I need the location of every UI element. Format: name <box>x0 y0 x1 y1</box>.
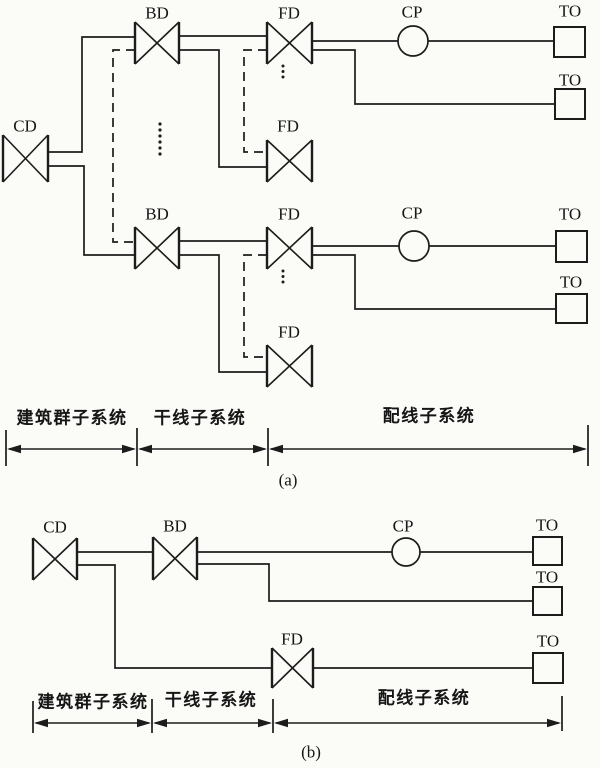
span-label-horizontal-a: 配线子系统 <box>382 406 476 426</box>
fd-bottom-symbol-a <box>265 226 314 270</box>
bd-bottom-symbol-a <box>133 226 181 270</box>
to-1-label-b: TO <box>535 515 559 535</box>
fd-bottom-ellipsis-dots-a <box>281 269 285 284</box>
bd-symbol-b <box>151 536 199 581</box>
to-outlet-4-a <box>555 293 588 324</box>
cd-symbol-b <box>31 537 79 581</box>
cd-symbol-a <box>1 134 50 183</box>
cp-label-b: CP <box>392 516 414 536</box>
span-label-campus-a: 建筑群子系统 <box>16 408 128 428</box>
bd-label-b: BD <box>163 516 187 536</box>
measure-row-a <box>5 425 589 466</box>
span-label-backbone-a: 干线子系统 <box>153 408 247 428</box>
measure-arrowheads-a <box>7 444 587 454</box>
fd-top-ellipsis-dots-a <box>281 64 285 79</box>
fd-bottom-lower-label-a: FD <box>278 322 300 342</box>
caption-a: (a) <box>278 470 298 490</box>
measure-row-b <box>32 696 563 733</box>
fd-bottom-label-a: FD <box>278 204 300 224</box>
to-outlet-3-b <box>532 652 564 684</box>
fd-symbol-b <box>270 647 315 689</box>
cp-bottom-label-a: CP <box>401 203 423 223</box>
span-label-backbone-b: 干线子系统 <box>164 690 258 710</box>
bd-bottom-label-a: BD <box>145 204 169 224</box>
to-1-label-a: TO <box>558 1 582 21</box>
to-outlet-3-a <box>555 230 588 263</box>
fd-top-lower-symbol-a <box>265 139 314 183</box>
bd-top-label-a: BD <box>145 3 169 23</box>
fd-label-b: FD <box>281 629 303 649</box>
bd-group-ellipsis-dots-a <box>158 122 162 156</box>
bd-top-symbol-a <box>133 21 181 65</box>
fd-bottom-lower-symbol-a <box>265 344 314 388</box>
solid-links-a <box>48 35 556 373</box>
to-outlet-1-b <box>532 536 563 566</box>
measure-ticks-a <box>5 425 589 466</box>
measure-ticks-b <box>32 696 563 733</box>
to-3-label-a: TO <box>558 204 582 224</box>
dashed-links-a <box>112 49 267 358</box>
to-4-label-a: TO <box>559 272 583 292</box>
measure-arrowheads-b <box>34 718 561 728</box>
to-2-label-a: TO <box>558 70 582 90</box>
to-outlet-2-a <box>554 88 586 120</box>
cp-top-symbol-a <box>397 25 429 57</box>
to-outlet-1-a <box>553 26 586 58</box>
cp-top-label-a: CP <box>401 2 423 22</box>
span-label-campus-b: 建筑群子系统 <box>37 692 149 712</box>
span-label-horizontal-b: 配线子系统 <box>377 688 471 708</box>
to-outlet-2-b <box>532 586 563 616</box>
to-2-label-b: TO <box>535 567 559 587</box>
cd-label-b: CD <box>43 517 67 537</box>
cp-symbol-b <box>391 537 421 567</box>
fd-top-lower-label-a: FD <box>277 116 299 136</box>
solid-links-b <box>77 551 533 669</box>
fd-top-label-a: FD <box>278 3 300 23</box>
cp-bottom-symbol-a <box>398 230 430 262</box>
to-3-label-b: TO <box>536 631 560 651</box>
cd-label-a: CD <box>13 116 37 136</box>
caption-b: (b) <box>301 742 321 762</box>
fd-top-symbol-a <box>265 21 314 65</box>
